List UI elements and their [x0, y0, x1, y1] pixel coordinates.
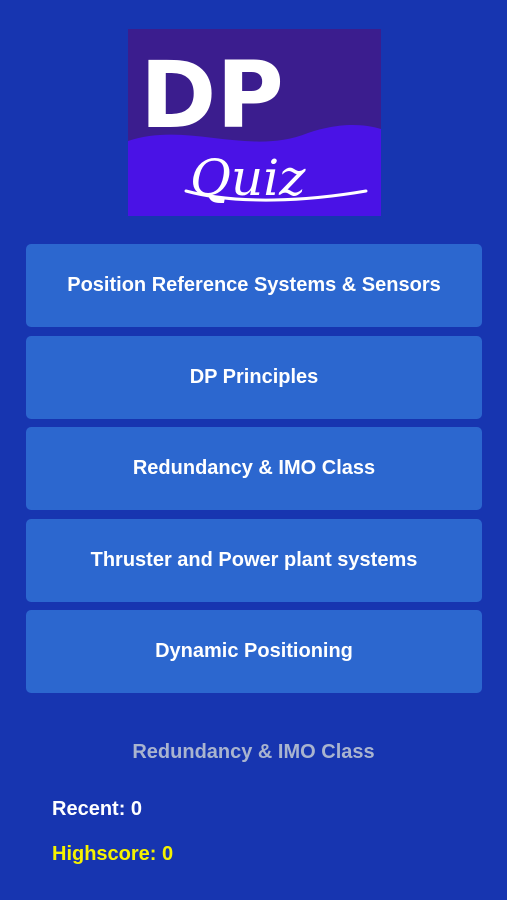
highscore: Highscore: 0 [52, 843, 174, 865]
category-button-redundancy-imo[interactable]: Redundancy & IMO Class [26, 427, 482, 510]
category-menu: Position Reference Systems & Sensors DP … [26, 244, 482, 702]
category-button-dp-principles[interactable]: DP Principles [26, 335, 482, 419]
app-logo: DP Quiz [128, 29, 381, 216]
category-button-position-reference[interactable]: Position Reference Systems & Sensors [26, 244, 482, 327]
category-button-thruster-power[interactable]: Thruster and Power plant systems [26, 518, 482, 602]
recent-score: Recent: 0 [52, 798, 143, 820]
category-button-dynamic-positioning[interactable]: Dynamic Positioning [26, 610, 482, 693]
dp-quiz-logo-image: DP Quiz [128, 29, 381, 216]
logo-title: DP [140, 42, 284, 149]
selected-category-label: Redundancy & IMO Class [132, 741, 375, 763]
